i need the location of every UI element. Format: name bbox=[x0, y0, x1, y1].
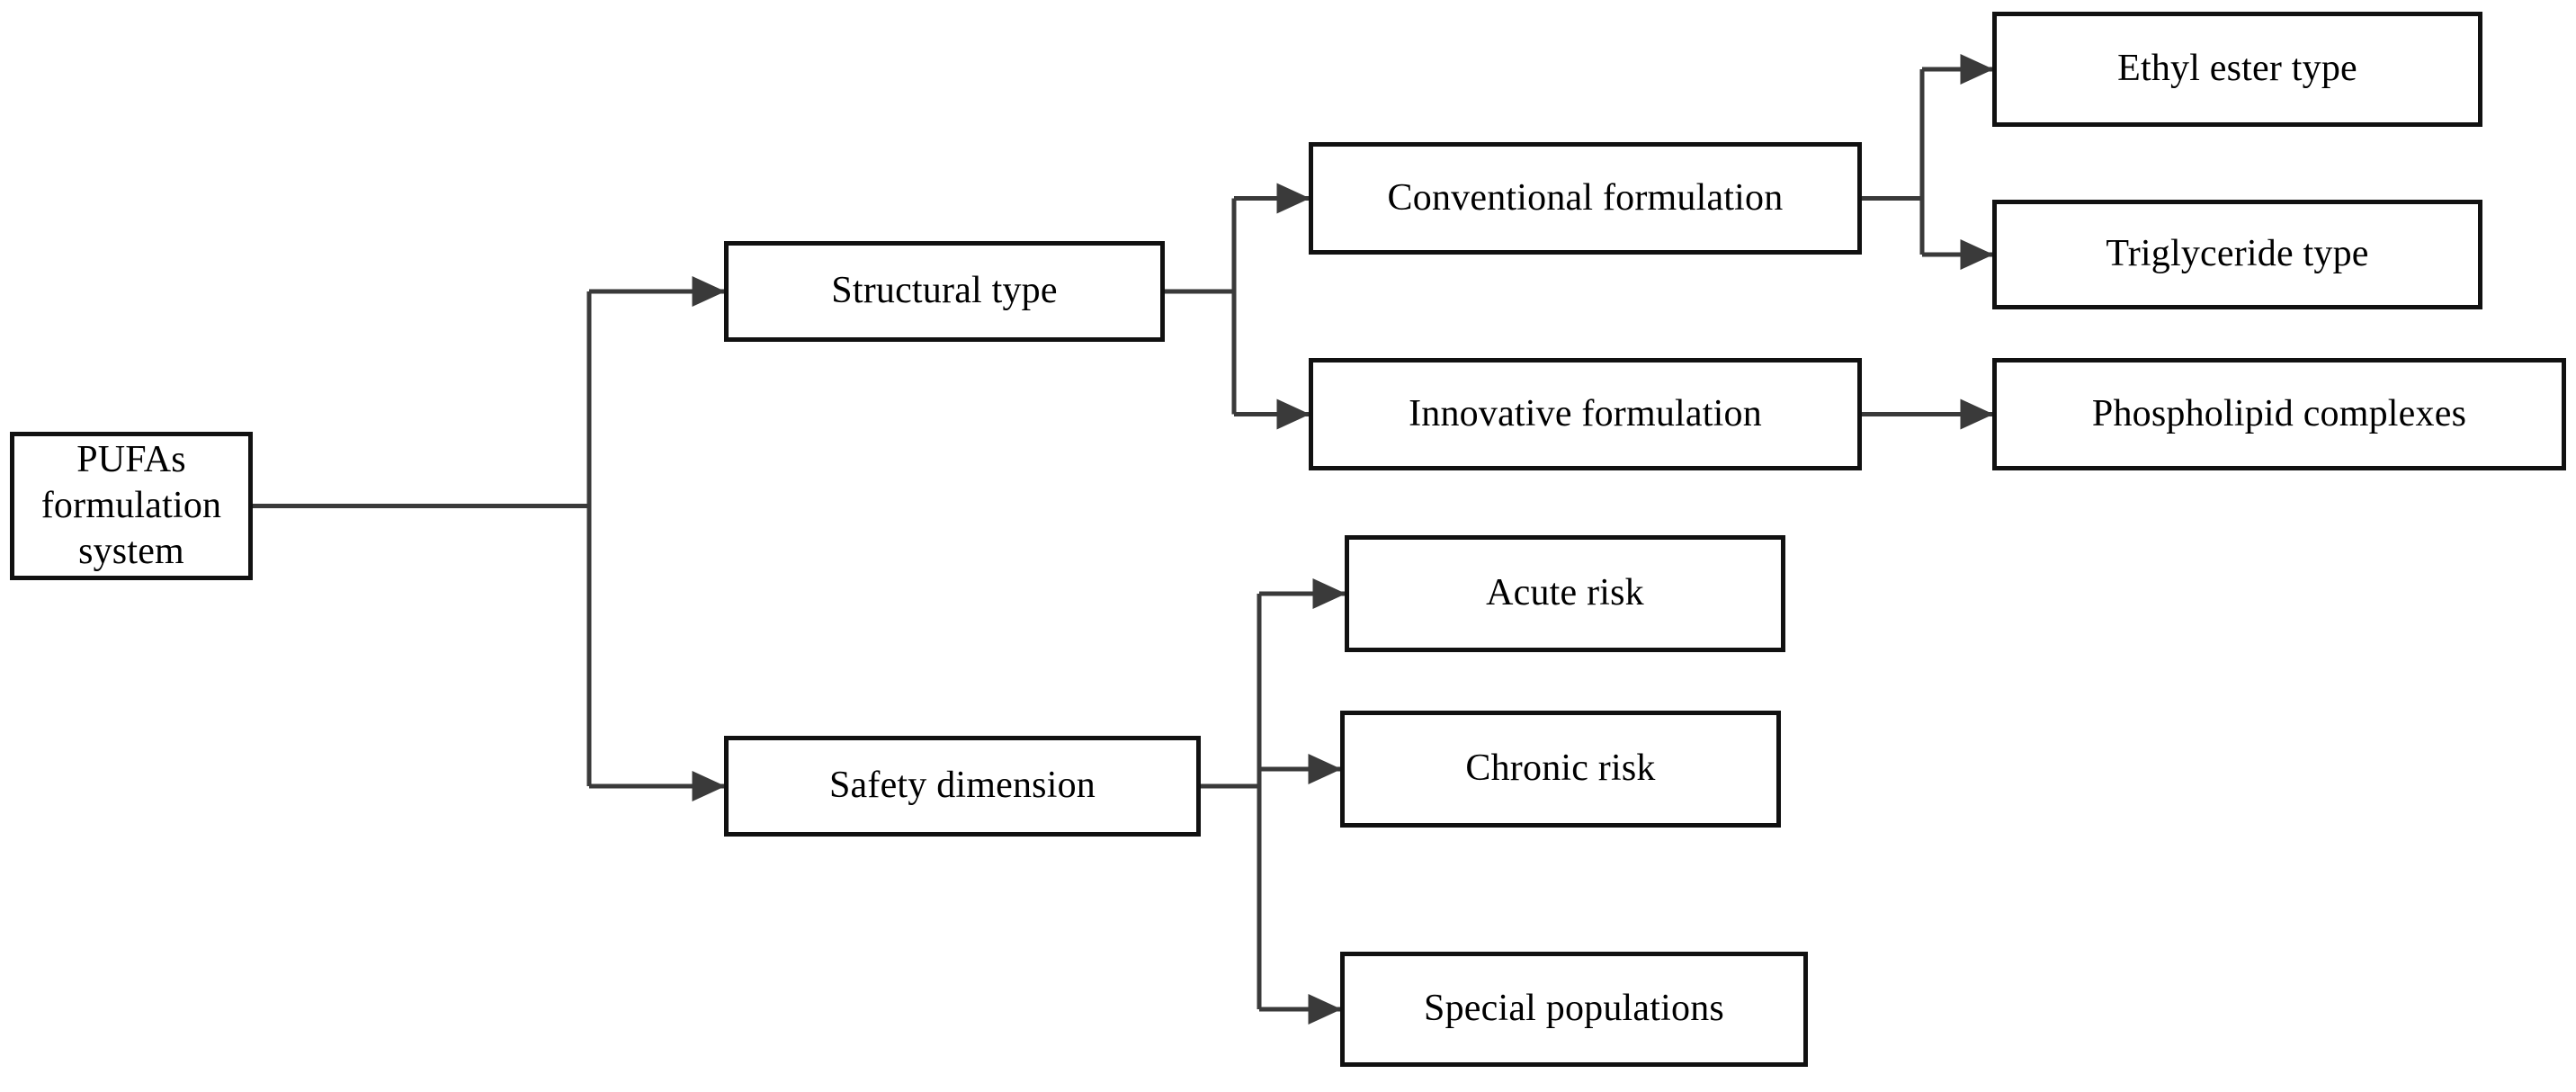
node-box-phospholipid[interactable]: Phospholipid complexes bbox=[1992, 358, 2566, 470]
node-label-phospholipid: Phospholipid complexes bbox=[2091, 392, 2467, 434]
node-box-ethyl[interactable]: Ethyl ester type bbox=[1992, 12, 2482, 127]
node-box-root[interactable]: PUFAs formulation system bbox=[10, 432, 253, 580]
node-label-chronic: Chronic risk bbox=[1465, 747, 1656, 790]
node-box-acute[interactable]: Acute risk bbox=[1345, 535, 1785, 652]
node-label-conventional: Conventional formulation bbox=[1387, 176, 1784, 219]
node-label-innovative: Innovative formulation bbox=[1409, 392, 1762, 434]
node-label-ethyl: Ethyl ester type bbox=[2117, 48, 2357, 90]
node-label-safety: Safety dimension bbox=[829, 765, 1096, 807]
node-label-acute: Acute risk bbox=[1486, 572, 1644, 614]
node-box-triglyceride[interactable]: Triglyceride type bbox=[1992, 200, 2482, 309]
node-box-special[interactable]: Special populations bbox=[1340, 952, 1808, 1067]
node-box-conventional[interactable]: Conventional formulation bbox=[1309, 142, 1862, 255]
node-label-special: Special populations bbox=[1424, 988, 1724, 1030]
node-box-chronic[interactable]: Chronic risk bbox=[1340, 711, 1781, 828]
node-box-structural[interactable]: Structural type bbox=[724, 241, 1165, 342]
node-label-triglyceride: Triglyceride type bbox=[2106, 233, 2369, 275]
node-label-root: PUFAs formulation system bbox=[40, 438, 222, 573]
node-box-safety[interactable]: Safety dimension bbox=[724, 736, 1201, 837]
node-box-innovative[interactable]: Innovative formulation bbox=[1309, 358, 1862, 470]
node-label-structural: Structural type bbox=[831, 270, 1058, 312]
